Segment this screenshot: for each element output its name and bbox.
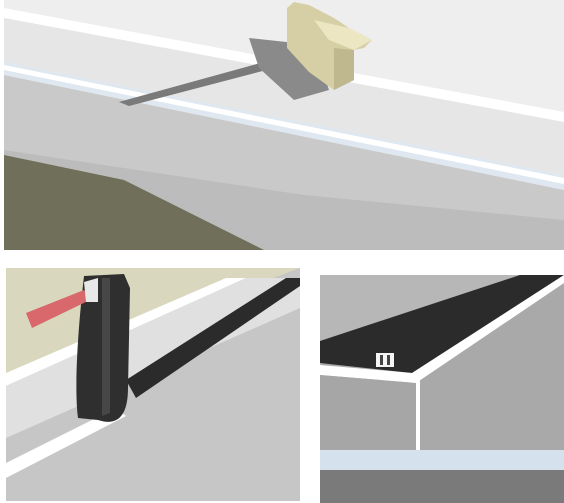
- panel-bottom-right: [320, 275, 564, 503]
- wall-face-lower: [320, 470, 564, 503]
- corner-clip-slot: [380, 355, 383, 365]
- roof-edge-illustration: [4, 0, 564, 250]
- panel-bottom-left: [6, 268, 300, 501]
- corner-clip-slot-2: [387, 355, 390, 365]
- tool-jaw: [84, 278, 98, 302]
- strip-fold-illustration: [6, 268, 300, 501]
- membrane-strip-crease: [102, 278, 110, 416]
- panel-top: [4, 0, 564, 250]
- wall-face: [320, 375, 416, 460]
- corner-strip-illustration: [320, 275, 564, 503]
- corner-clip: [376, 353, 394, 367]
